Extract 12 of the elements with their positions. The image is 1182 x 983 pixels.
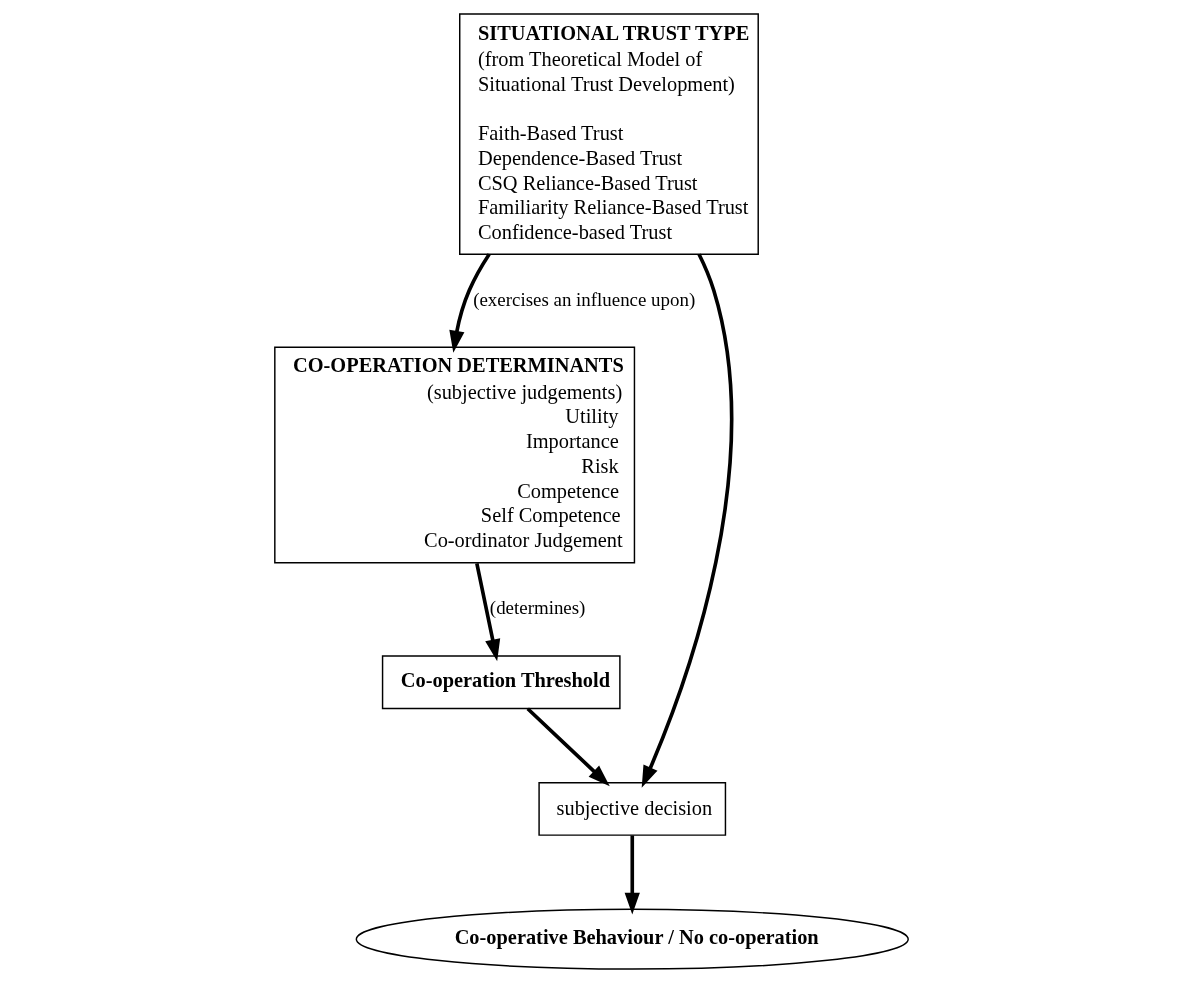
edge-label: (exercises an influence upon) — [472, 288, 695, 310]
node-box: CO-OPERATION DETERMINANTS (subjective judgements) Utility Importance Risk Competence Self Competence Co-ordinator Judgement — [273, 346, 635, 564]
node-box: SITUATIONAL TRUST TYPE (from Theoretical Model of Situational Trust Development) Faith-Based Trust Dependence-Based Trust CSQ Reliance-Based Trust Familiarity Reliance-Based Trust Confidence-based Trust — [458, 13, 759, 255]
edge-label: (determines) — [489, 597, 585, 619]
arrow — [641, 253, 733, 788]
arrow — [624, 835, 640, 915]
node-box: Co-operation Threshold — [381, 655, 621, 710]
node-box: subjective decision — [537, 781, 726, 836]
arrow — [474, 563, 500, 662]
node-ellipse: Co-operative Behaviour / No co-operation — [355, 908, 909, 970]
arrow — [448, 253, 491, 353]
arrow — [526, 707, 610, 787]
